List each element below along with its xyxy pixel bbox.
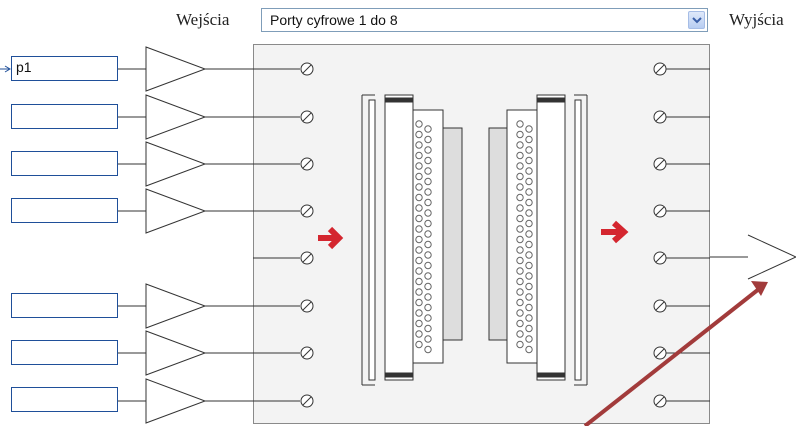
- inputs-label: Wejścia: [176, 10, 230, 29]
- buffer-icon: [145, 141, 207, 187]
- buffer-icon: [145, 94, 207, 140]
- direction-arrow-right-icon: [601, 220, 629, 244]
- input-line-8: [118, 378, 314, 424]
- direction-arrow-left-icon: [318, 226, 344, 250]
- output-line-1: [653, 62, 710, 76]
- output-buffer-icon: [710, 234, 796, 280]
- buffer-icon: [145, 188, 207, 234]
- buffer-icon: [145, 46, 207, 92]
- input-field-8[interactable]: [11, 387, 118, 412]
- input-line-7: [118, 330, 314, 376]
- input-line-4: [118, 188, 314, 234]
- dropdown-button[interactable]: [688, 11, 705, 29]
- output-line-5: [653, 251, 710, 265]
- port-range-select[interactable]: Porty cyfrowe 1 do 8: [261, 8, 708, 32]
- input-field-7[interactable]: [11, 340, 118, 365]
- input-line-1: [118, 46, 314, 92]
- output-line-8: [653, 394, 710, 408]
- input-field-6[interactable]: [11, 293, 118, 318]
- output-line-4: [653, 204, 710, 218]
- output-line-6: [653, 299, 710, 313]
- connector-right-icon: [488, 94, 588, 386]
- input-line-6: [118, 283, 314, 329]
- connector-left-icon: [361, 94, 463, 386]
- output-line-7: [653, 346, 710, 360]
- chevron-down-icon: [692, 17, 702, 24]
- input-line-5: [253, 251, 314, 265]
- input-line-2: [118, 94, 314, 140]
- input-field-3[interactable]: [11, 151, 118, 176]
- port-range-select-value: Porty cyfrowe 1 do 8: [270, 12, 398, 28]
- input-field-2[interactable]: [11, 104, 118, 129]
- buffer-icon: [145, 378, 207, 424]
- input-line-3: [118, 141, 314, 187]
- buffer-icon: [145, 330, 207, 376]
- input-field-1[interactable]: p1: [11, 56, 118, 81]
- input-field-4[interactable]: [11, 198, 118, 223]
- output-line-2: [653, 110, 710, 124]
- buffer-icon: [145, 283, 207, 329]
- link-marker-icon: [0, 65, 11, 73]
- output-line-3: [653, 157, 710, 171]
- io-panel: [253, 44, 710, 424]
- outputs-label: Wyjścia: [729, 10, 784, 29]
- annotation-arrow-icon: [583, 281, 768, 426]
